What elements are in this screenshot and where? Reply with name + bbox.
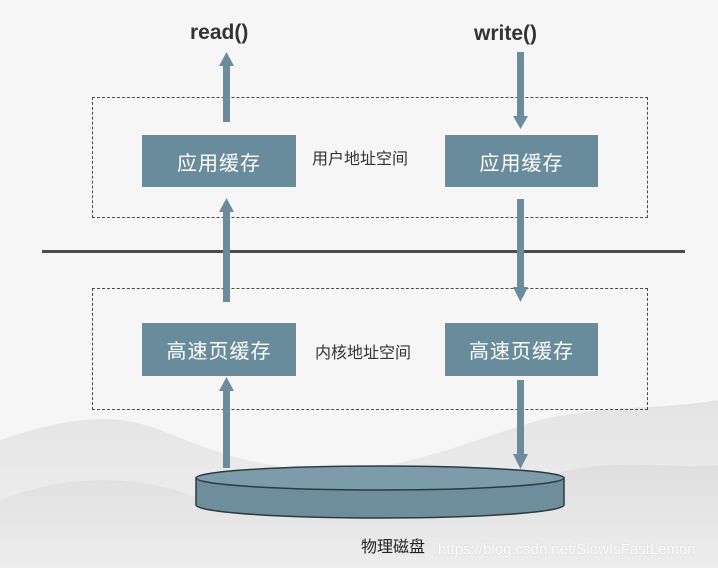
user-app-cache-left: 应用缓存: [142, 135, 296, 187]
arrow-up-icon: [219, 52, 234, 122]
source-watermark: https://blog.csdn.net/SlowIsFastLemon: [438, 541, 696, 558]
user-space-label: 用户地址空间: [312, 149, 409, 168]
physical-disk-icon: [195, 465, 565, 519]
write-arrows: [513, 52, 528, 469]
arrow-up-icon: [219, 198, 234, 302]
kernel-page-cache-left: 高速页缓存: [142, 323, 296, 376]
user-app-cache-right: 应用缓存: [445, 135, 598, 187]
kernel-space-label: 内核地址空间: [315, 343, 412, 362]
user-space-region: [92, 97, 648, 218]
user-kernel-divider: [42, 250, 685, 253]
kernel-space-region: [92, 288, 648, 410]
arrow-up-icon: [219, 377, 234, 468]
kernel-page-cache-right: 高速页缓存: [445, 323, 598, 376]
arrow-down-icon: [513, 199, 528, 302]
read-call-label: read(): [190, 21, 249, 44]
read-arrows: [219, 52, 234, 468]
arrow-down-icon: [513, 380, 528, 469]
write-call-label: write(): [474, 22, 537, 45]
arrow-down-icon: [513, 52, 528, 129]
physical-disk-label: 物理磁盘: [361, 537, 426, 556]
